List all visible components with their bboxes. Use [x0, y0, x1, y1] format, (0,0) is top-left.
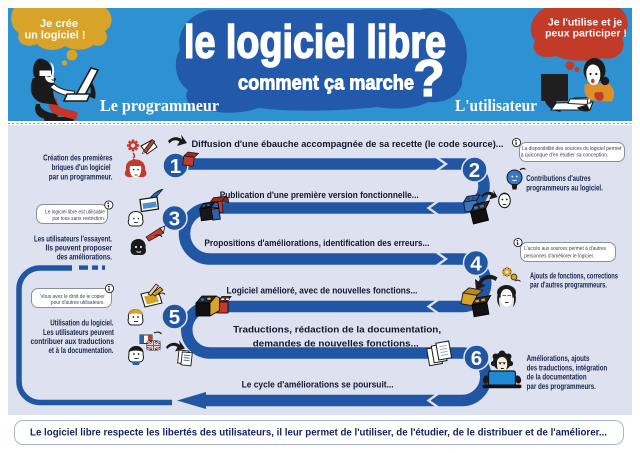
svg-text:Diffusion d'une ébauche accomp: Diffusion d'une ébauche accompagnée de s… — [192, 139, 504, 150]
svg-text:Les utilisateurs peuvent: Les utilisateurs peuvent — [43, 328, 114, 337]
svg-text:Traductions, rédaction de la d: Traductions, rédaction de la documentati… — [233, 325, 441, 336]
svg-text:Logiciel amélioré, avec de nou: Logiciel amélioré, avec de nouvelles fon… — [227, 286, 418, 297]
svg-text:Propositions d'améliorations,: Propositions d'améliorations, identifica… — [204, 238, 429, 249]
svg-text:briques d'un logiciel: briques d'un logiciel — [52, 163, 111, 172]
svg-text:contribuer aux traductions: contribuer aux traductions — [31, 337, 115, 346]
svg-text:peux participer !: peux participer ! — [545, 28, 627, 40]
svg-text:par des programmeurs.: par des programmeurs. — [527, 382, 596, 391]
svg-text:2: 2 — [469, 159, 480, 182]
svg-text:Le logiciel libre est utilisab: Le logiciel libre est utilisable — [45, 210, 105, 216]
svg-text:Utilisation du logiciel.: Utilisation du logiciel. — [50, 319, 113, 328]
svg-text:?: ? — [413, 50, 445, 108]
svg-text:comment ça marche: comment ça marche — [238, 72, 414, 95]
svg-text:Je l'utilise et je: Je l'utilise et je — [548, 17, 622, 29]
svg-text:et à la documentation.: et à la documentation. — [49, 346, 114, 355]
svg-text:3: 3 — [169, 208, 180, 231]
svg-text:par d'autres programmeurs.: par d'autres programmeurs. — [530, 280, 607, 289]
svg-text:Publication d'une première ver: Publication d'une première version fonct… — [220, 190, 419, 201]
svg-text:pour d'autres utilisateurs.: pour d'autres utilisateurs. — [51, 300, 105, 306]
svg-text:à quiconque d'en étudier sa co: à quiconque d'en étudier sa conception. — [521, 153, 609, 159]
svg-text:Contributions d'autres: Contributions d'autres — [526, 174, 591, 183]
svg-text:6: 6 — [471, 347, 482, 370]
svg-text:de la documentation: de la documentation — [527, 372, 587, 381]
svg-text:Création des premières: Création des premières — [43, 154, 113, 163]
svg-text:par tous sans restriction.: par tous sans restriction. — [52, 216, 105, 222]
svg-text:personnes d'améliorer le logic: personnes d'améliorer le logiciel. — [524, 253, 594, 259]
svg-text:La disponibilité des sources d: La disponibilité des sources du logiciel… — [522, 146, 622, 152]
svg-text:Je crée: Je crée — [40, 18, 78, 30]
svg-text:programmeurs au logiciel.: programmeurs au logiciel. — [526, 183, 603, 192]
svg-text:Vous avez le droit de le copie: Vous avez le droit de le copier — [40, 294, 104, 300]
svg-text:L'utilisateur: L'utilisateur — [455, 96, 537, 115]
svg-text:demandes de nouvelles fonction: demandes de nouvelles fonctions... — [253, 339, 419, 350]
svg-text:Le cycle d'améliorations se po: Le cycle d'améliorations se poursuit... — [242, 380, 394, 391]
svg-text:des traductions, intégration: des traductions, intégration — [527, 363, 608, 372]
svg-text:L'accès aux sources permet à d: L'accès aux sources permet à d'autres — [524, 246, 606, 252]
svg-text:5: 5 — [169, 306, 180, 329]
svg-text:Améliorations, ajouts: Améliorations, ajouts — [527, 354, 590, 363]
svg-text:un logiciel !: un logiciel ! — [24, 30, 85, 42]
svg-text:Les utilisateurs l'essayent.: Les utilisateurs l'essayent. — [34, 234, 112, 243]
svg-text:Le programmeur: Le programmeur — [100, 96, 219, 115]
svg-text:le logiciel libre: le logiciel libre — [184, 16, 446, 68]
svg-text:des améliorations.: des améliorations. — [57, 252, 112, 261]
svg-text:par un programmeur.: par un programmeur. — [49, 172, 113, 181]
svg-text:Le logiciel libre respecte les: Le logiciel libre respecte les libertés … — [30, 428, 607, 439]
svg-text:4: 4 — [470, 253, 482, 276]
svg-text:1: 1 — [170, 155, 181, 178]
svg-text:Ils peuvent proposer: Ils peuvent proposer — [46, 244, 113, 253]
svg-text:Ajouts de fonctions, correctio: Ajouts de fonctions, corrections — [530, 272, 618, 281]
